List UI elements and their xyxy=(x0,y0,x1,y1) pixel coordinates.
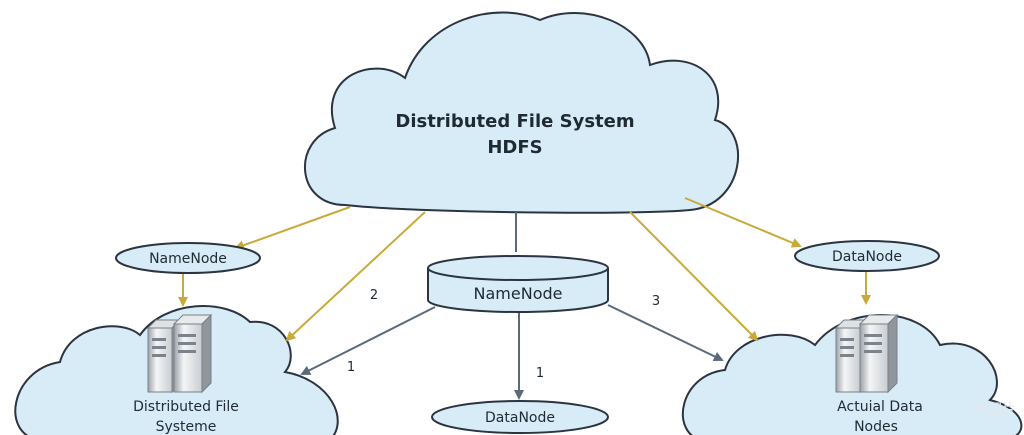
left-namenode-ellipse xyxy=(115,242,261,274)
right-datanode-label: DataNode xyxy=(832,249,902,265)
arrow-cloud-to-right-cloud xyxy=(629,211,759,342)
watermark: AI图片 xyxy=(974,402,1016,418)
main-cloud-shape xyxy=(303,11,739,214)
right-datanode-ellipse xyxy=(794,240,940,272)
left-namenode-label: NameNode xyxy=(149,251,227,267)
left-cloud-label-line1: Distributed File xyxy=(133,399,239,415)
main-cloud: Distributed File System HDFS xyxy=(303,11,739,214)
right-datanode: DataNode xyxy=(794,240,940,272)
arrow-cloud-to-left-namenode xyxy=(234,206,351,250)
center-namenode-cylinder: NameNode xyxy=(427,255,609,313)
edge-label-left-upper: 2 xyxy=(370,288,378,303)
arrow-center-to-right-cloud xyxy=(607,304,724,362)
bottom-datanode-label: DataNode xyxy=(485,410,555,426)
bottom-datanode: DataNode xyxy=(431,400,609,434)
arrow-center-to-left-cloud xyxy=(300,306,436,375)
server-icon xyxy=(172,313,213,394)
main-cloud-title-line2: HDFS xyxy=(487,137,542,158)
server-icon xyxy=(858,313,899,394)
edge-label-left-lower: 1 xyxy=(347,360,355,375)
edge-label-right-upper: 3 xyxy=(652,294,660,309)
left-namenode: NameNode xyxy=(115,242,261,274)
cylinder-top xyxy=(427,255,609,281)
connectors xyxy=(178,197,871,400)
arrow-cloud-to-left-cloud xyxy=(285,211,426,342)
left-cloud-label-line2: Systeme xyxy=(156,419,217,435)
arrow-cloud-to-right-datanode xyxy=(684,197,802,248)
edge-label-bottom: 1 xyxy=(536,366,544,381)
main-cloud-title-line1: Distributed File System xyxy=(395,111,634,132)
center-namenode-label: NameNode xyxy=(474,284,563,303)
right-cloud-label-line2: Nodes xyxy=(854,419,898,435)
bottom-datanode-ellipse xyxy=(431,400,609,434)
right-cloud-label-line1: Actuial Data xyxy=(837,399,923,415)
